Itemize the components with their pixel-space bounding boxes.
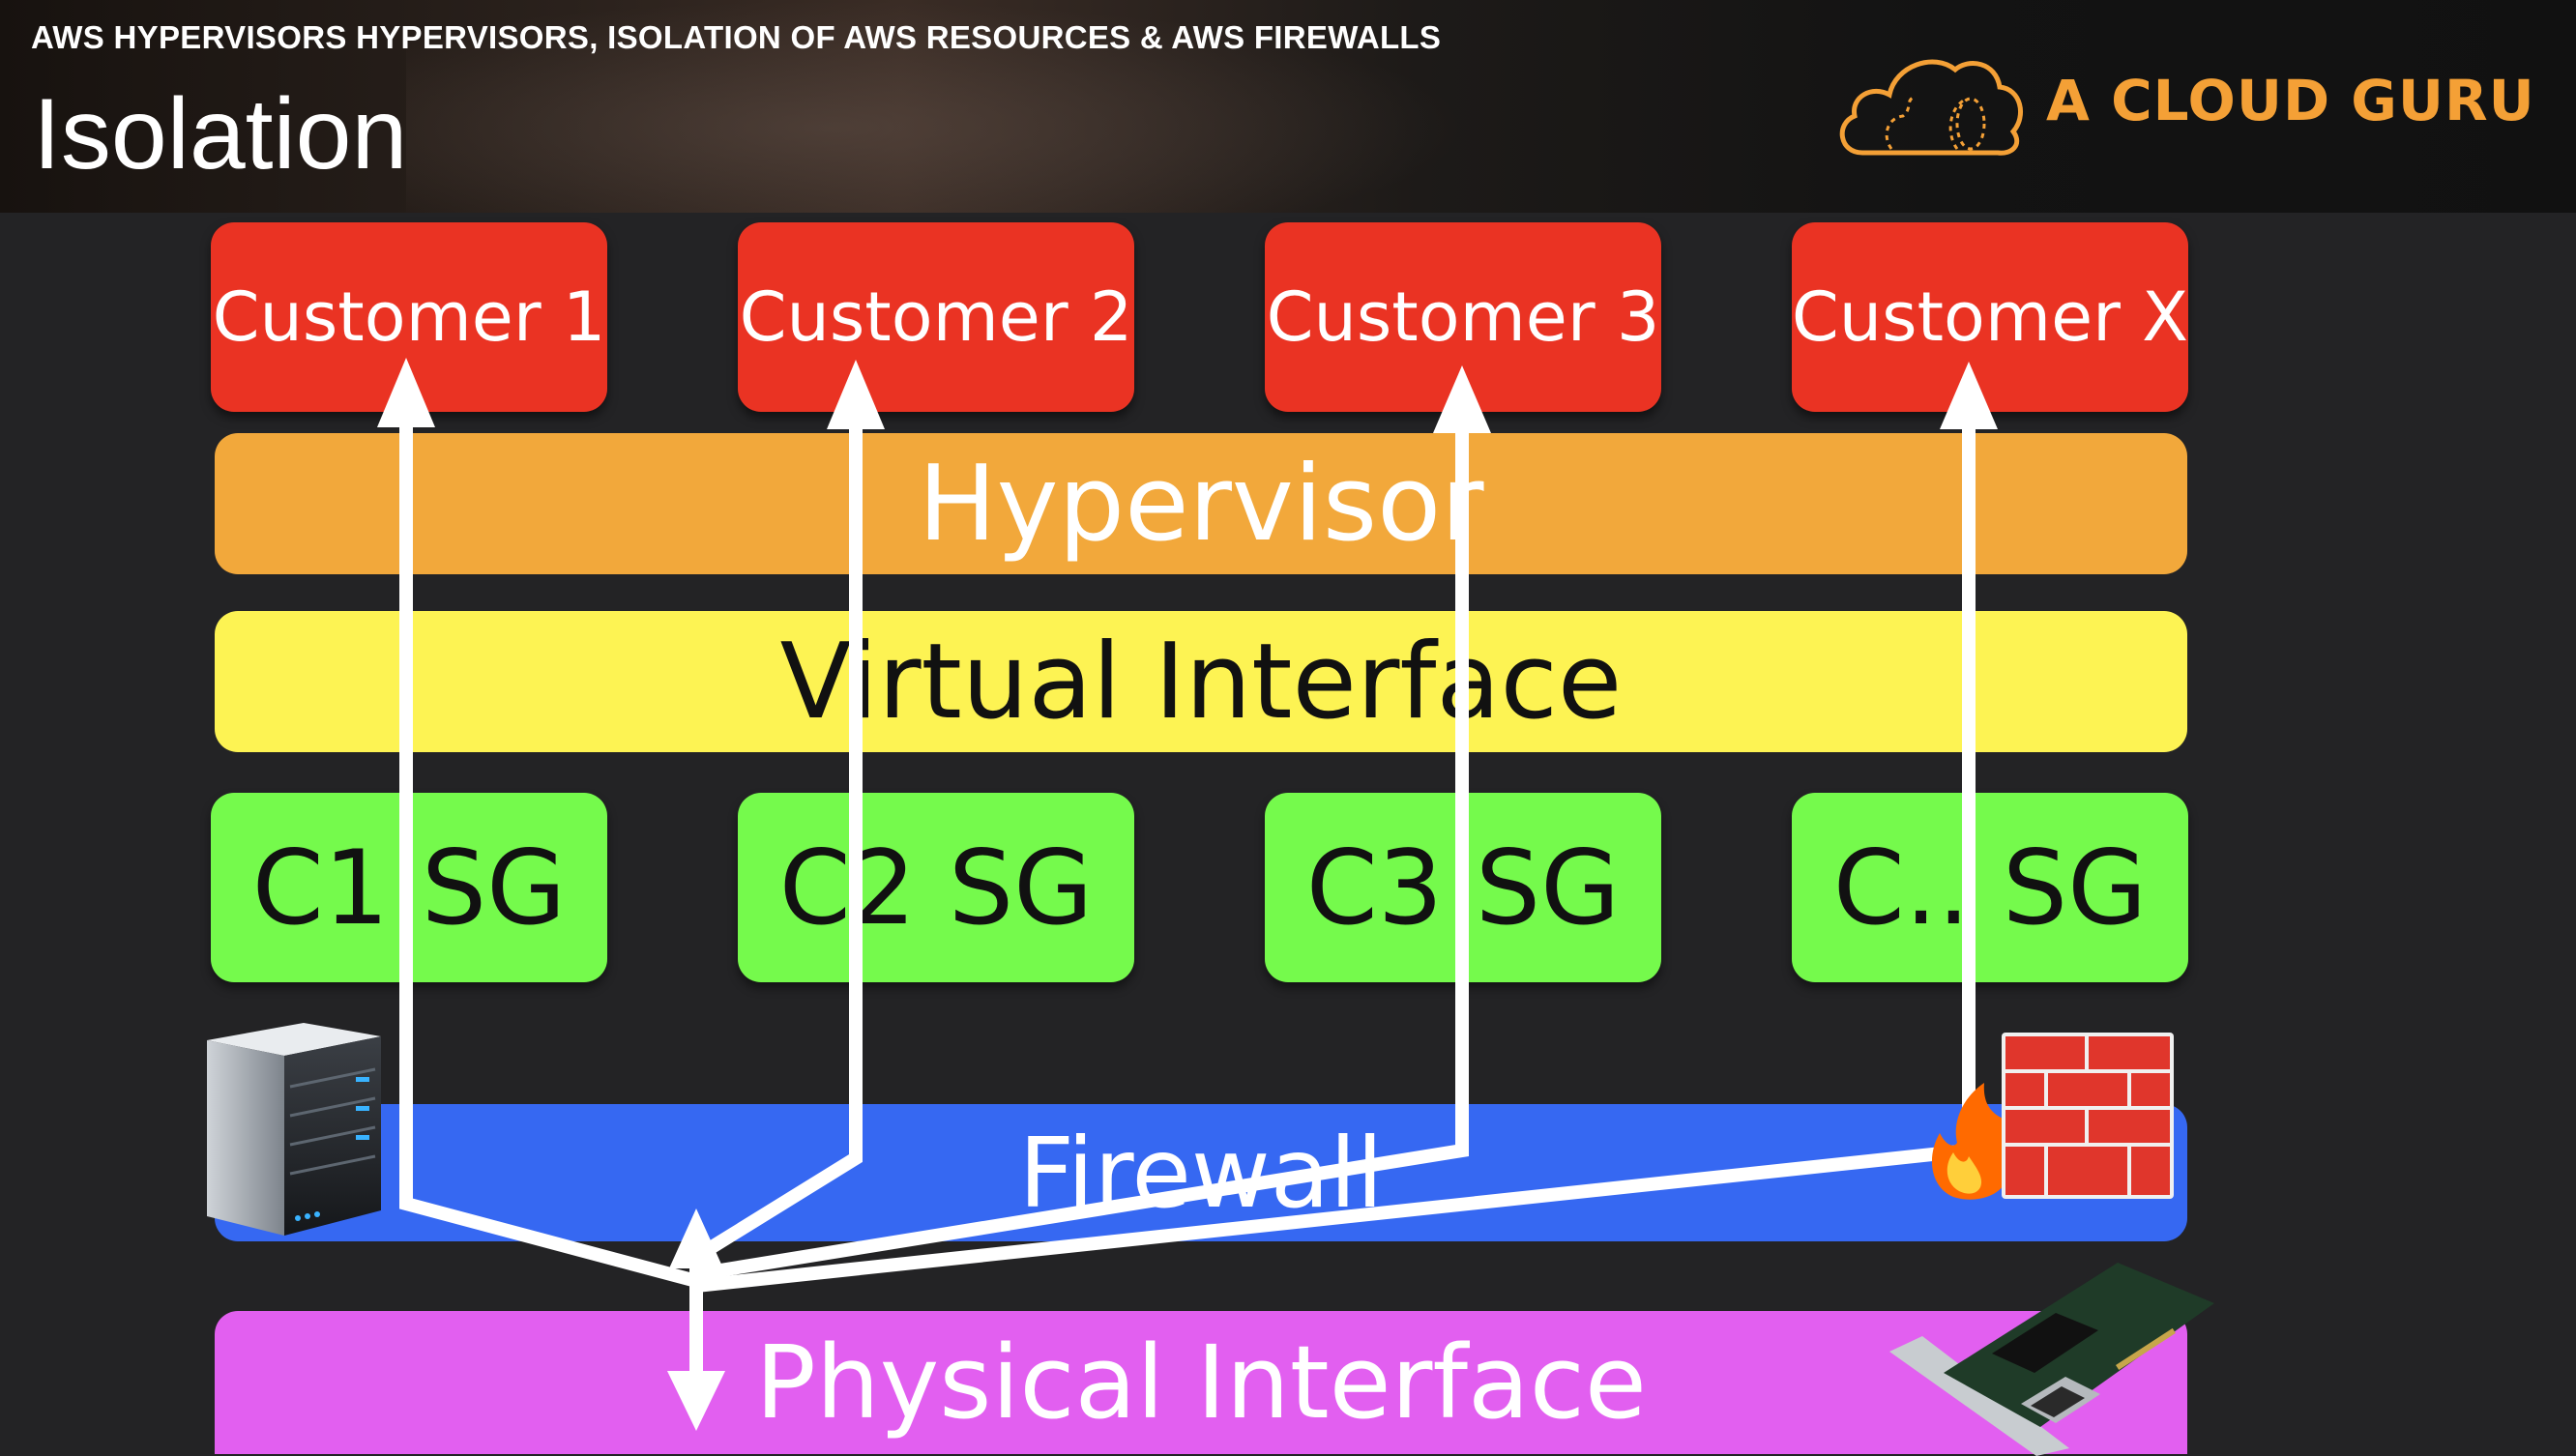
virtual-interface-layer: Virtual Interface bbox=[215, 611, 2187, 752]
hypervisor-layer: Hypervisor bbox=[215, 433, 2187, 574]
physical-interface-layer: Physical Interface bbox=[215, 1311, 2187, 1454]
customer-1-box: Customer 1 bbox=[211, 222, 607, 412]
customer-x-box: Customer X bbox=[1792, 222, 2188, 412]
network-card-icon bbox=[1889, 1263, 2214, 1456]
brand-name: A CLOUD GURU bbox=[2046, 68, 2535, 133]
firewall-brick-icon bbox=[1931, 1033, 2174, 1200]
video-header: AWS HYPERVISORS HYPERVISORS, ISOLATION O… bbox=[0, 0, 2576, 213]
cloud-logo-icon bbox=[1839, 59, 2023, 156]
lecture-topic: AWS HYPERVISORS HYPERVISORS, ISOLATION O… bbox=[31, 19, 1442, 55]
security-group-cx: C.. SG bbox=[1792, 793, 2188, 982]
customer-3-box: Customer 3 bbox=[1265, 222, 1661, 412]
firewall-layer: Firewall bbox=[215, 1104, 2187, 1241]
security-group-c2: C2 SG bbox=[738, 793, 1134, 982]
security-group-c3: C3 SG bbox=[1265, 793, 1661, 982]
customer-2-box: Customer 2 bbox=[738, 222, 1134, 412]
security-group-c1: C1 SG bbox=[211, 793, 607, 982]
slide-title: Isolation bbox=[33, 78, 408, 190]
server-icon bbox=[207, 1023, 381, 1236]
presenter-background bbox=[406, 0, 1470, 213]
